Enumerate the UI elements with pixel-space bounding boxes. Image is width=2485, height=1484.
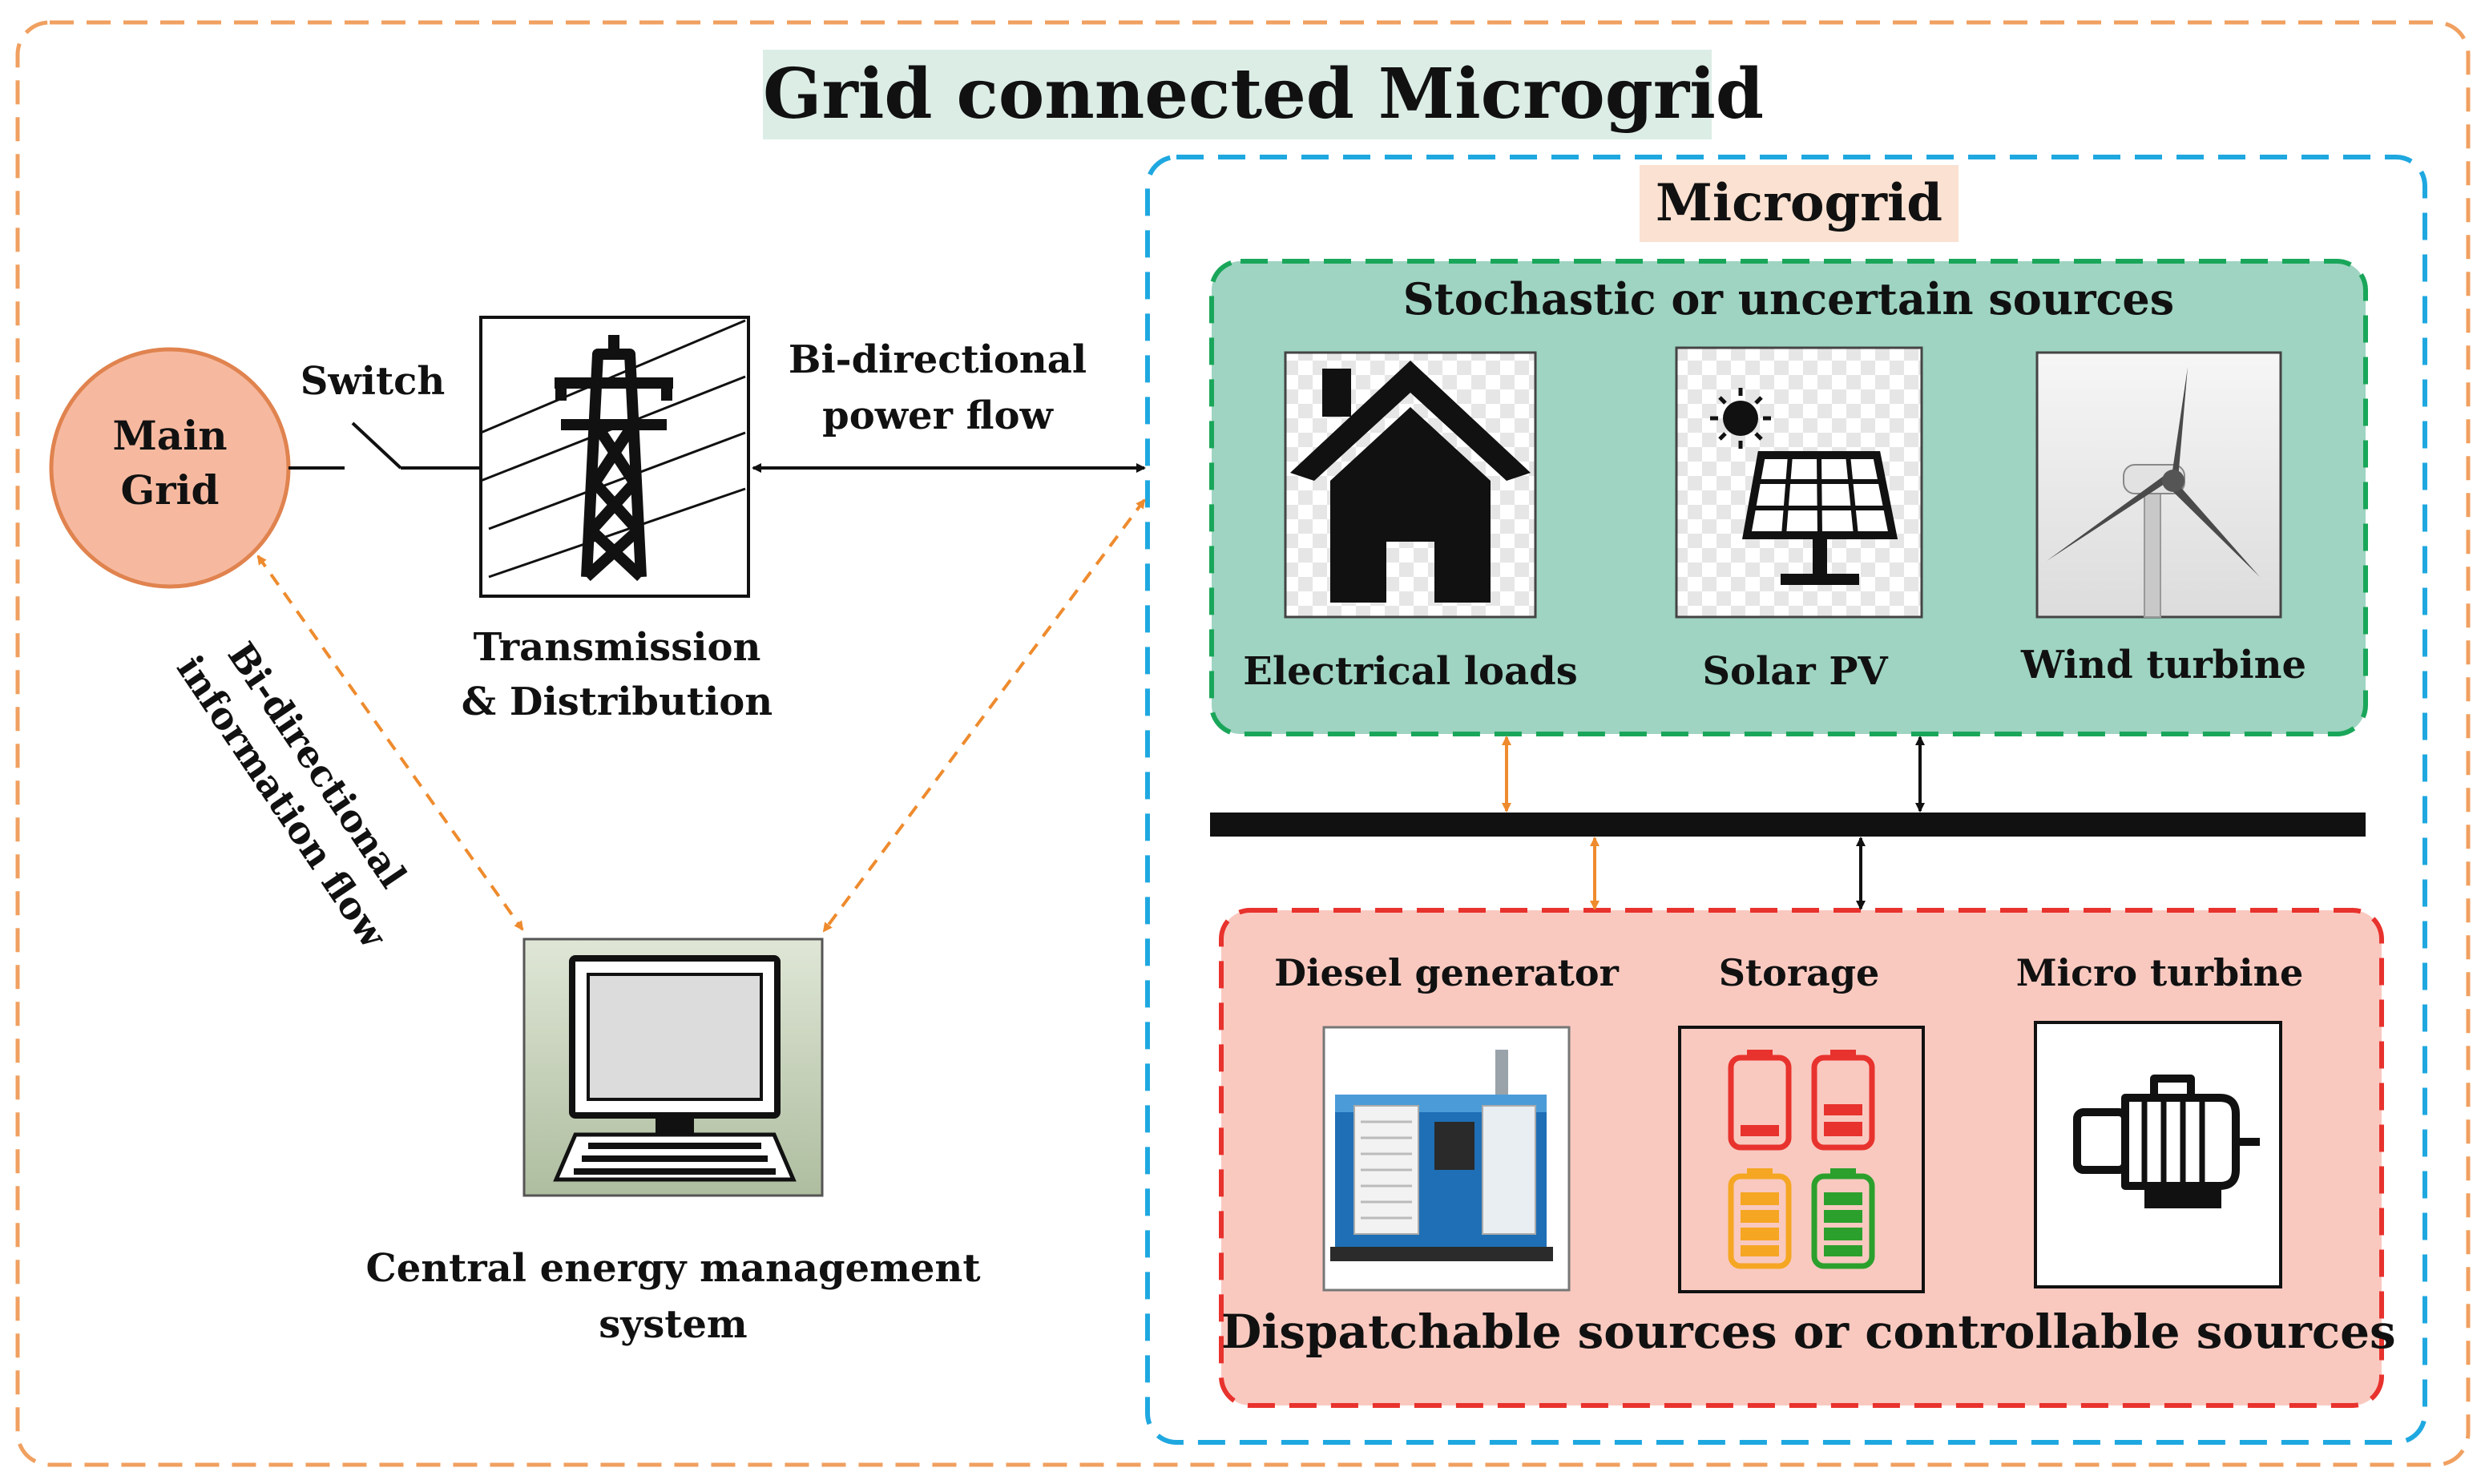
title-background bbox=[763, 50, 1712, 139]
cems-line2: system bbox=[599, 1302, 748, 1347]
solar-pv-label: Solar PV bbox=[1702, 649, 1888, 694]
power-flow-line2: power flow bbox=[822, 393, 1053, 438]
cems-line1: Central energy management bbox=[365, 1246, 981, 1291]
solar-panel-icon bbox=[1675, 346, 1923, 619]
transmission-line1: Transmission bbox=[473, 625, 761, 670]
storage-label: Storage bbox=[1718, 951, 1880, 994]
computer-icon bbox=[522, 938, 824, 1197]
page-title: Grid connected Microgrid bbox=[763, 54, 1765, 135]
transmission-line2: & Distribution bbox=[461, 679, 773, 724]
switch bbox=[288, 421, 481, 470]
power-flow-label: Bi-directional power flow bbox=[777, 332, 1098, 444]
microgrid-title: Microgrid bbox=[1655, 173, 1943, 233]
electrical-loads-label: Electrical loads bbox=[1243, 649, 1578, 694]
diesel-generator-label: Diesel generator bbox=[1274, 951, 1619, 994]
power-flow-line1: Bi-directional bbox=[788, 337, 1087, 382]
wind-turbine-label: Wind turbine bbox=[2020, 643, 2307, 688]
diesel-generator-icon bbox=[1322, 1026, 1571, 1292]
bus-bar bbox=[1210, 813, 2366, 837]
micro-turbine-label: Micro turbine bbox=[2015, 951, 2304, 994]
microgrid-title-background bbox=[1640, 165, 1959, 242]
battery-storage-icon bbox=[1678, 1026, 1925, 1293]
info-flow-arrow-left bbox=[256, 554, 524, 931]
micro-turbine-icon bbox=[2034, 1021, 2282, 1288]
transmission-tower-icon bbox=[479, 316, 750, 598]
switch-label: Switch bbox=[300, 359, 446, 404]
main-grid-line1: Main bbox=[112, 412, 228, 459]
dispatchable-title: Dispatchable sources or controllable sou… bbox=[1221, 1305, 2396, 1359]
house-icon bbox=[1284, 351, 1537, 619]
stochastic-title: Stochastic or uncertain sources bbox=[1402, 273, 2175, 325]
cems-label: Central energy management system bbox=[353, 1240, 994, 1353]
main-grid-label: Main Grid bbox=[74, 409, 266, 518]
wind-turbine-icon bbox=[2035, 351, 2282, 619]
main-grid-line2: Grid bbox=[120, 466, 220, 514]
transmission-label: Transmission & Distribution bbox=[449, 620, 785, 729]
